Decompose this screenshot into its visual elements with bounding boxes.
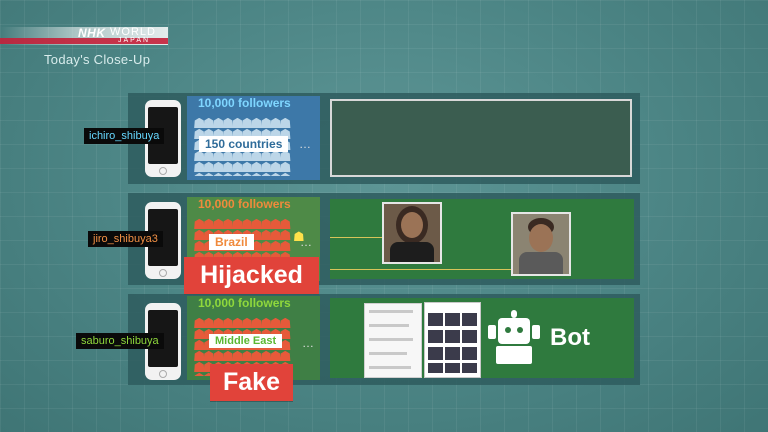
account-row-1: ichiro_shibuya 10,000 followers ☗☗☗☗☗☗☗☗… <box>84 93 640 184</box>
location-label: Brazil <box>209 234 254 250</box>
profile-photos-panel <box>330 199 634 279</box>
broadcaster-nhk: NHK <box>78 26 106 40</box>
program-title: Today's Close-Up <box>44 52 151 67</box>
location-label: 150 countries <box>199 136 289 152</box>
followers-count: 10,000 followers <box>198 296 291 310</box>
bot-profile-grid <box>424 302 481 378</box>
bot-label: Bot <box>550 324 590 351</box>
username-tag: saburo_shibuya <box>76 333 164 349</box>
bot-account-screenshot <box>364 303 422 378</box>
connector-line <box>330 269 512 270</box>
account-row-2: jiro_shibuya3 10,000 followers ☗☗☗☗☗☗☗☗☗… <box>88 193 640 294</box>
hijacked-stamp: Hijacked <box>184 257 319 294</box>
location-label: Middle East <box>209 334 283 348</box>
account-row-3: saburo_shibuya 10,000 followers ☗☗☗☗☗☗☗☗… <box>76 294 640 401</box>
username-tag: jiro_shibuya3 <box>88 231 163 247</box>
followers-panel: 10,000 followers ☗☗☗☗☗☗☗☗☗☗☗☗☗☗☗☗☗☗☗☗☗☗☗… <box>187 296 320 380</box>
more-indicator: … <box>302 336 315 350</box>
followers-panel: 10,000 followers ☗☗☗☗☗☗☗☗☗☗☗☗☗☗☗☗☗☗☗☗☗☗☗… <box>187 96 320 180</box>
person-icon-highlight: ☗ <box>293 229 305 244</box>
broadcaster-world: WORLD <box>110 26 156 38</box>
more-indicator: … <box>300 235 313 249</box>
bot-evidence-panel: Bot <box>330 298 634 378</box>
followers-count: 10,000 followers <box>198 96 291 110</box>
connector-line <box>330 237 384 238</box>
profile-photo <box>511 212 571 276</box>
followers-count: 10,000 followers <box>198 197 291 211</box>
profile-photo <box>382 202 442 264</box>
broadcaster-japan: JAPAN <box>118 37 151 44</box>
more-indicator: … <box>299 137 312 151</box>
fake-stamp: Fake <box>210 364 293 401</box>
broadcaster-stripe <box>0 38 168 44</box>
empty-content-panel <box>330 99 632 177</box>
username-tag: ichiro_shibuya <box>84 128 165 144</box>
